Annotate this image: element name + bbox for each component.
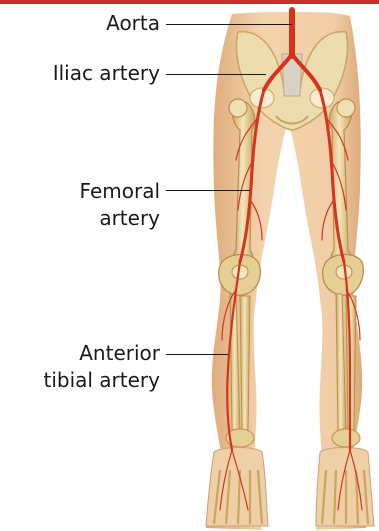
leader-aorta xyxy=(166,24,292,25)
label-iliac-artery: Iliac artery xyxy=(53,60,160,87)
leader-tibial xyxy=(166,354,228,355)
lower-leg-bones xyxy=(226,294,360,447)
leader-iliac xyxy=(166,74,266,75)
label-aorta: Aorta xyxy=(106,10,160,37)
label-femoral-artery: Femoral artery xyxy=(80,178,160,232)
label-anterior-tibial-artery: Anterior tibial artery xyxy=(43,340,160,394)
feet xyxy=(206,448,374,527)
leader-femoral xyxy=(166,190,250,191)
